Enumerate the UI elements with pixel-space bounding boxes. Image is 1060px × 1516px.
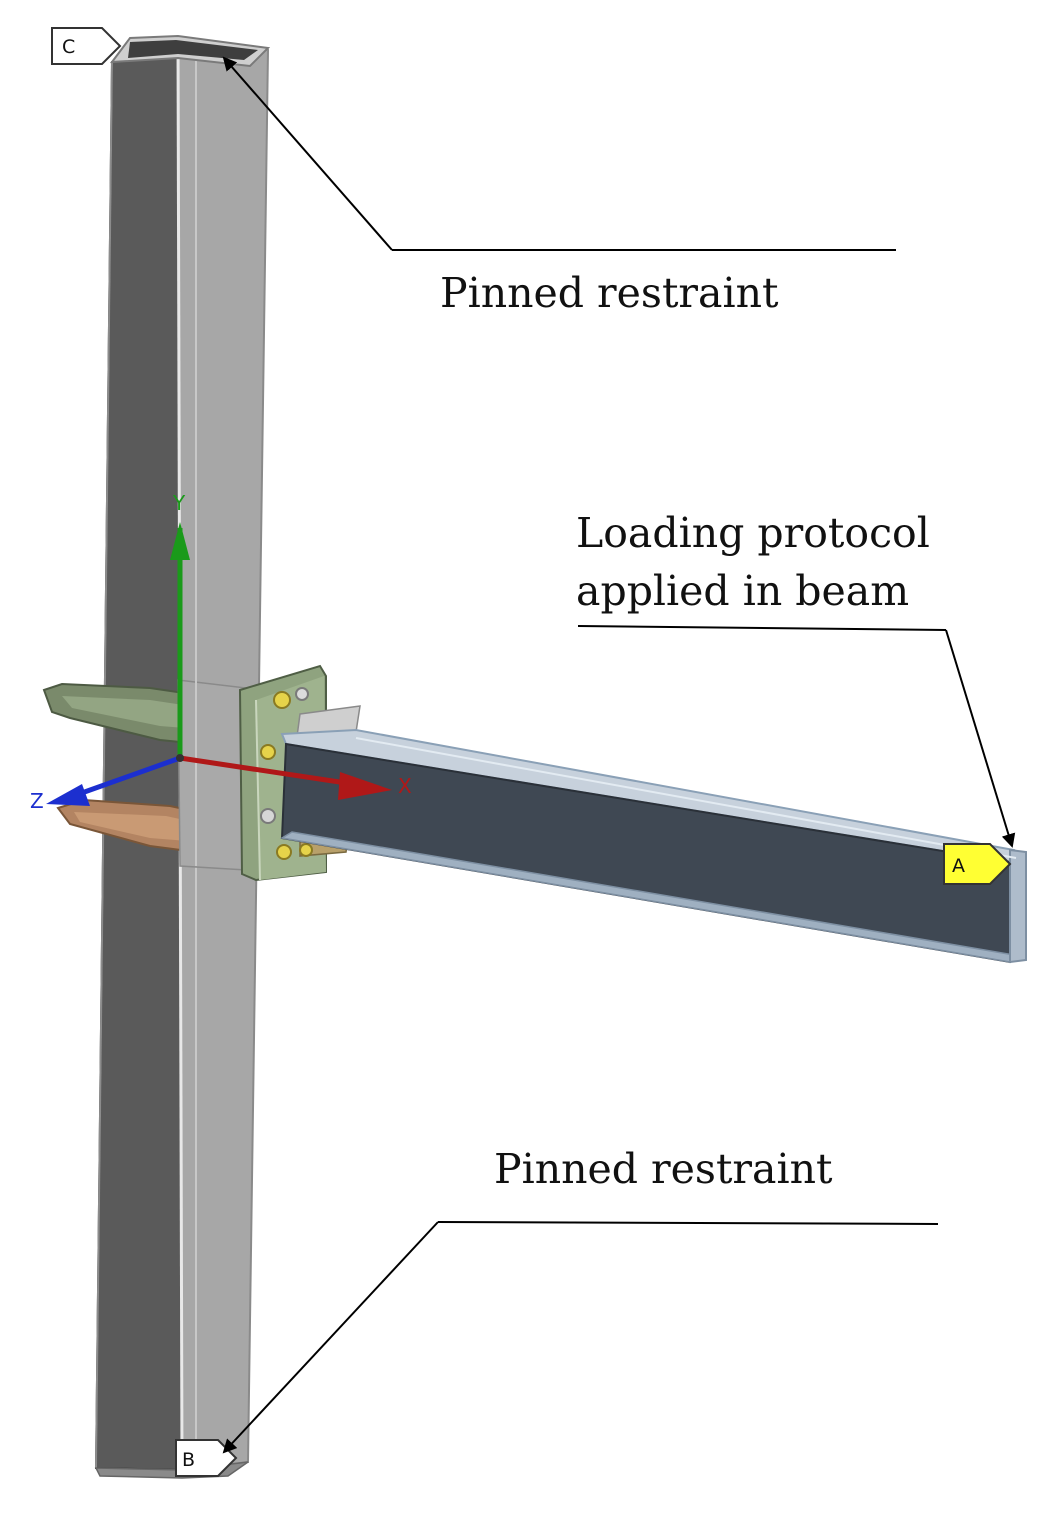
coordinate-triad: Y X Z: [30, 491, 412, 813]
bolt-6: [299, 843, 313, 857]
tag-b-label: B: [182, 1449, 195, 1471]
loading-protocol-label-line2: applied in beam: [576, 567, 910, 615]
bottom-restraint-label: Pinned restraint: [494, 1145, 833, 1193]
loading-protocol-label-line1: Loading protocol: [576, 509, 930, 557]
tag-c-label: C: [62, 36, 75, 58]
bolt-3: [260, 744, 276, 760]
column-face-overlap: [177, 679, 247, 871]
x-axis-label: X: [398, 774, 412, 798]
tag-b[interactable]: B: [175, 1439, 238, 1477]
bolt-2: [295, 687, 309, 701]
leader-top-restraint: [222, 56, 896, 251]
tag-a-label: A: [952, 855, 965, 877]
steel-beam: [279, 728, 1027, 964]
tag-c[interactable]: C: [51, 27, 122, 65]
bolt-1: [273, 691, 291, 709]
bolt-4: [260, 808, 276, 824]
x-axis-line: [179, 755, 367, 789]
x-axis-arrowhead: [338, 772, 392, 800]
y-axis-label: Y: [172, 491, 186, 515]
steel-column: [94, 34, 271, 1479]
bolt-group: [260, 687, 313, 860]
tag-a[interactable]: A: [943, 843, 1012, 885]
z-axis-label: Z: [30, 789, 44, 813]
bolt-5: [276, 844, 292, 860]
z-axis-arrowhead: [46, 784, 90, 806]
leader-loading-protocol: [577, 625, 1016, 848]
leader-bottom-restraint: [222, 1221, 939, 1454]
y-axis-arrowhead: [170, 522, 190, 560]
top-restraint-label: Pinned restraint: [440, 269, 779, 317]
